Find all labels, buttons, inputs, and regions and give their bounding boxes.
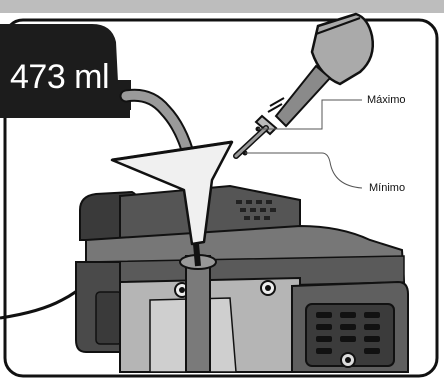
top-banner <box>0 0 444 14</box>
max-level-label: Máximo <box>367 94 406 106</box>
top-banner-divider <box>0 13 444 15</box>
min-level-label: Mínimo <box>369 182 405 194</box>
volume-label: 473 ml <box>10 58 109 97</box>
